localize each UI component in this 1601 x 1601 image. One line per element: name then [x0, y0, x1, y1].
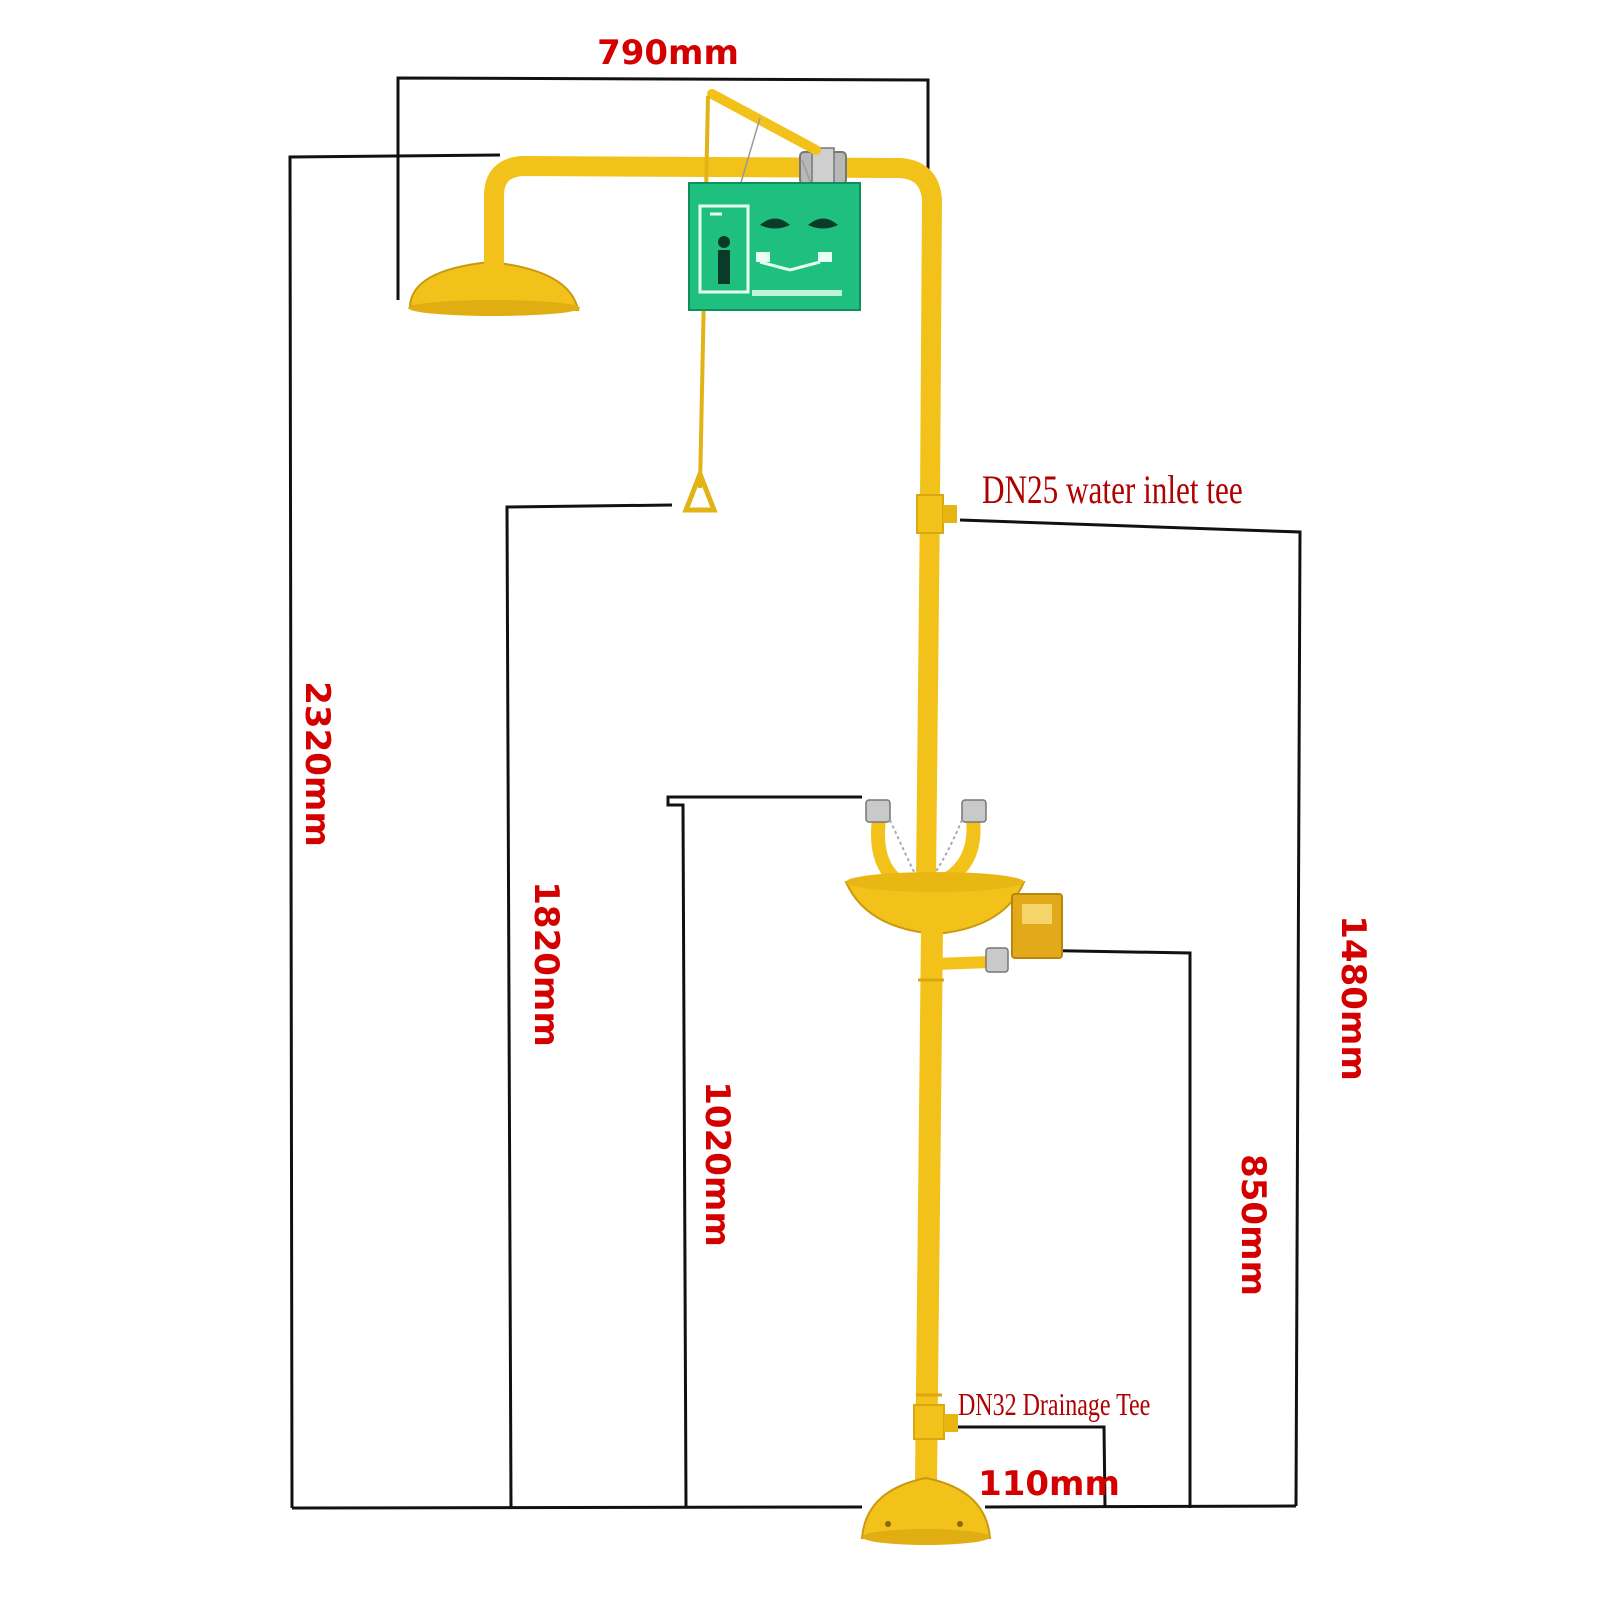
pull-lever	[707, 89, 821, 155]
pull-handle[interactable]	[682, 467, 718, 513]
base-bolt-2	[957, 1521, 963, 1527]
label-width-top: 790mm	[597, 33, 739, 73]
sign-wire-right	[801, 159, 813, 187]
floor-base-rim	[862, 1529, 990, 1545]
safety-shower-fixture	[408, 89, 1063, 1545]
shower-head-rim	[408, 300, 580, 316]
eyewash-nozzle-left[interactable]	[865, 799, 891, 823]
callout-labels: DN25 water inlet tee DN32 Drainage Tee	[958, 467, 1243, 1423]
main-riser-pipe-lower	[915, 919, 943, 1491]
label-eyewash: 1020mm	[697, 1081, 737, 1246]
dim-line-width-top	[396, 76, 930, 300]
callout-drain-tee: DN32 Drainage Tee	[958, 1388, 1150, 1423]
label-pull-handle: 1820mm	[526, 881, 566, 1046]
push-valve	[985, 947, 1009, 973]
dim-line-drain	[952, 1425, 1107, 1508]
drainage-tee-stub	[944, 1414, 958, 1432]
eye-right-icon	[808, 218, 838, 229]
eye-left-icon	[760, 218, 790, 229]
inlet-tee	[916, 494, 944, 534]
dim-line-total-height	[288, 153, 501, 1509]
drainage-tee	[913, 1404, 945, 1440]
dim-line-push-plate	[1019, 948, 1192, 1508]
label-inlet-tee: 1480mm	[1333, 915, 1373, 1080]
label-push-plate: 850mm	[1233, 1154, 1273, 1296]
sign-wire-left	[739, 117, 761, 187]
push-plate-label-area	[1022, 904, 1052, 924]
shower-arm-pipe	[484, 156, 942, 510]
dim-line-eyewash	[666, 795, 862, 1509]
label-drain: 110mm	[978, 1464, 1120, 1504]
nozzle-chain-right	[929, 819, 963, 881]
main-riser-pipe-upper	[916, 490, 940, 890]
push-valve-arm	[928, 956, 996, 970]
dimension-lines	[288, 76, 1302, 1510]
dim-line-base	[291, 1505, 863, 1510]
push-plate[interactable]	[1011, 893, 1063, 959]
label-total-height: 2320mm	[297, 681, 337, 846]
dimension-labels: 790mm 2320mm 1820mm 1020mm 1480mm 850mm …	[297, 33, 1373, 1504]
emergency-sign	[688, 182, 861, 311]
callout-inlet-tee: DN25 water inlet tee	[982, 467, 1243, 512]
base-bolt-1	[885, 1521, 891, 1527]
eyewash-nozzle-right[interactable]	[961, 799, 987, 823]
person-icon	[718, 250, 730, 284]
inlet-tee-stub	[943, 505, 957, 523]
eyewash-spray-icon	[759, 260, 821, 272]
dim-line-inlet-tee	[959, 518, 1302, 1507]
eyewash-bowl-rim	[846, 872, 1024, 892]
person-head-icon	[718, 236, 730, 248]
dim-line-pull-handle	[505, 503, 673, 1509]
dim-line-base-right	[984, 1504, 1297, 1509]
